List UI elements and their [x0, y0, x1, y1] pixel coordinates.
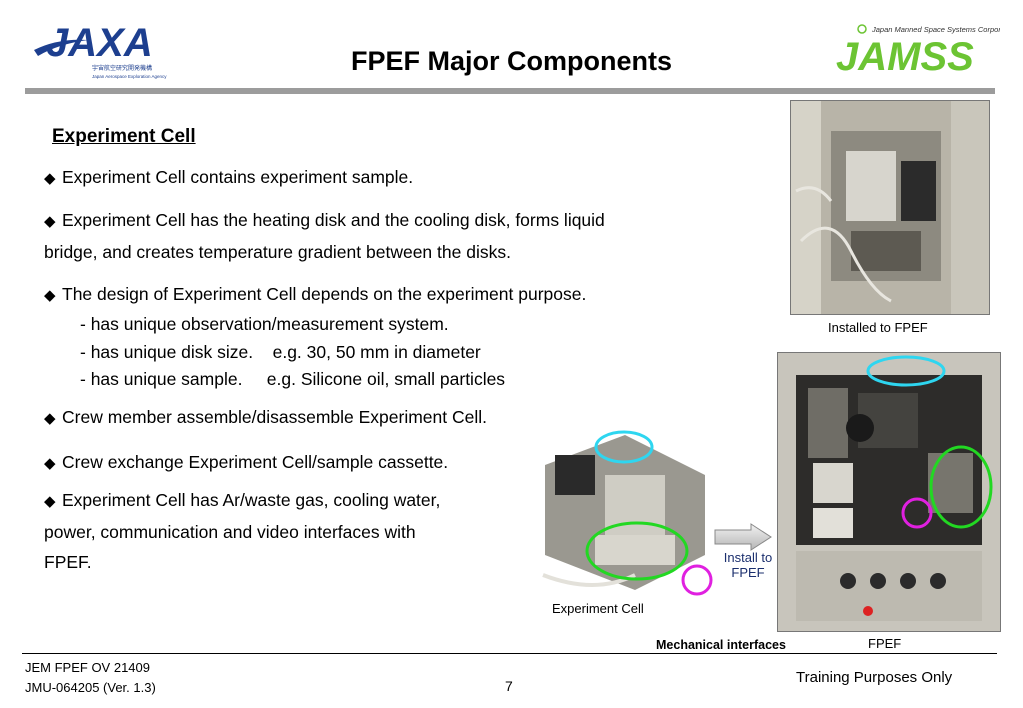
mechanical-interfaces-caption: Mechanical interfaces: [656, 638, 786, 652]
installed-photo: [790, 100, 990, 315]
arrow-right-icon: [713, 522, 773, 552]
installed-caption: Installed to FPEF: [828, 320, 928, 335]
sub-item: - has unique observation/measurement sys…: [80, 314, 449, 334]
jamss-logo: Japan Manned Space Systems Corporation J…: [830, 22, 1017, 79]
fpef-photo: [777, 352, 1001, 632]
diamond-bullet-icon: ◆: [44, 455, 56, 472]
bullet-4: ◆Crew member assemble/disassemble Experi…: [44, 402, 487, 434]
jaxa-subtitle-jp: 宇宙航空研究開発機構: [92, 64, 152, 72]
sub-item: - has unique sample. e.g. Silicone oil, …: [80, 369, 506, 389]
experiment-cell-image: [535, 425, 715, 600]
sub-item: - has unique disk size. e.g. 30, 50 mm i…: [80, 342, 481, 362]
training-notice: Training Purposes Only: [796, 669, 953, 686]
svg-text:JAXA: JAXA: [46, 21, 153, 65]
page-title: FPEF Major Components: [350, 46, 672, 76]
doc-version: JMU-064205 (Ver. 1.3): [25, 680, 156, 695]
diamond-bullet-icon: ◆: [44, 170, 56, 187]
jaxa-subtitle-en: Japan Aerospace Exploration Agency: [92, 74, 167, 79]
jamss-tagline: Japan Manned Space Systems Corporation: [871, 25, 1000, 34]
bullet-5: ◆Crew exchange Experiment Cell/sample ca…: [44, 447, 448, 479]
bullet-2: ◆Experiment Cell has the heating disk an…: [44, 205, 605, 267]
fpef-caption: FPEF: [868, 636, 902, 651]
jaxa-logo: JAXA 宇宙航空研究開発機構 Japan Aerospace Explorat…: [28, 10, 176, 82]
section-title: Experiment Cell: [52, 126, 196, 147]
diamond-bullet-icon: ◆: [44, 213, 56, 230]
diamond-bullet-icon: ◆: [44, 287, 56, 304]
bullet-3: ◆The design of Experiment Cell depends o…: [44, 279, 586, 311]
header-divider: [25, 88, 995, 94]
bullet-1: ◆Experiment Cell contains experiment sam…: [44, 162, 413, 194]
doc-id: JEM FPEF OV 21409: [25, 660, 150, 675]
install-arrow-label: Install to FPEF: [723, 550, 773, 580]
footer-divider: [22, 653, 997, 654]
bullet-6: ◆Experiment Cell has Ar/waste gas, cooli…: [44, 485, 440, 577]
cell-caption: Experiment Cell: [552, 601, 644, 616]
page-number: 7: [505, 678, 513, 694]
diamond-bullet-icon: ◆: [44, 493, 56, 510]
svg-text:JAMSS: JAMSS: [836, 35, 974, 78]
diamond-bullet-icon: ◆: [44, 410, 56, 427]
